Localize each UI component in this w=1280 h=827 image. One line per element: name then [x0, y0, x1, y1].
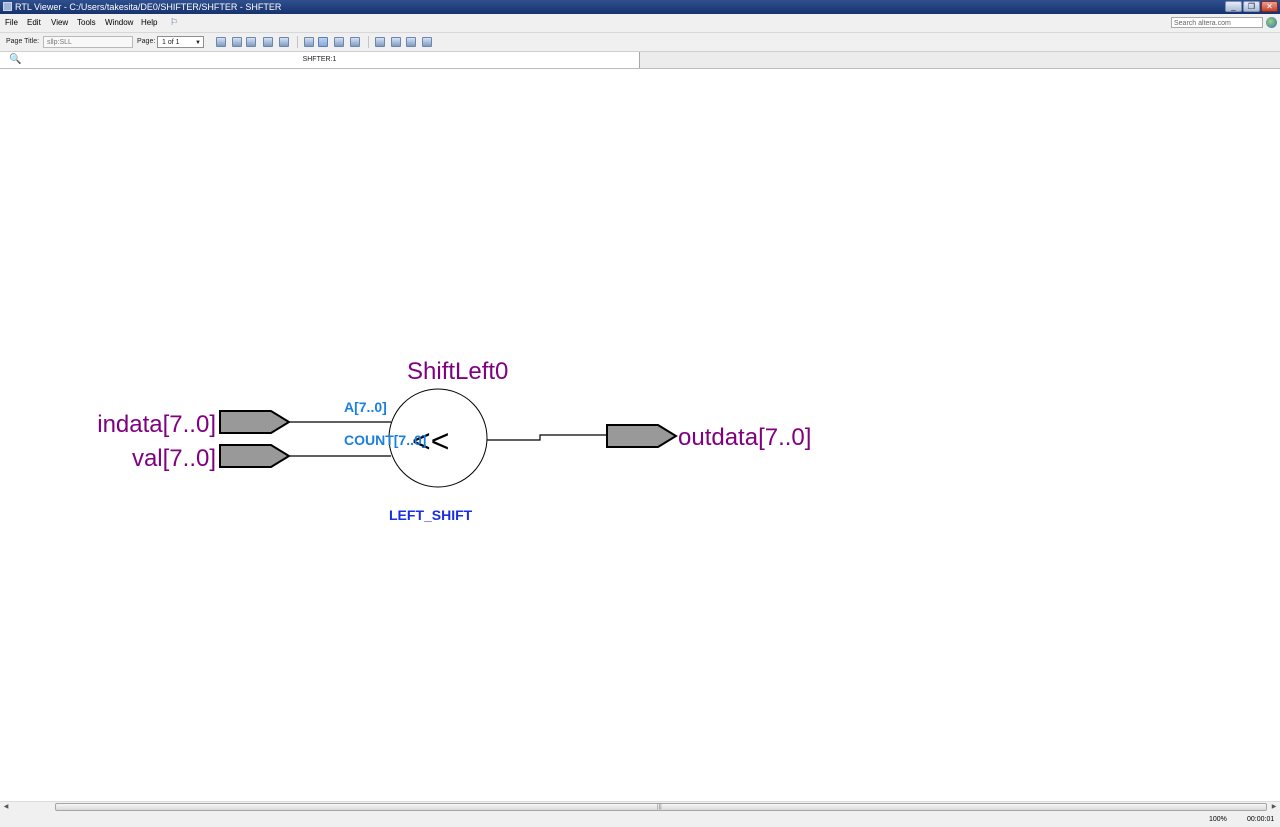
menu-window[interactable]: Window [105, 18, 134, 27]
back-icon[interactable] [232, 37, 242, 47]
scroll-right-icon[interactable]: ▶ [1271, 804, 1277, 810]
forward-icon[interactable] [246, 37, 256, 47]
menu-file[interactable]: File [5, 18, 18, 27]
magnifier-icon[interactable]: 🔍 [9, 54, 22, 65]
chevron-down-icon: ▼ [195, 40, 201, 46]
hierarchy-up-icon[interactable] [263, 37, 273, 47]
scroll-grip-icon: ||| [657, 804, 662, 810]
toolbar-separator [368, 36, 369, 48]
search-input[interactable]: Search altera.com [1171, 17, 1263, 28]
input-label-val: val[7..0] [132, 445, 216, 472]
zoom-tool-icon[interactable] [318, 37, 328, 47]
wire-outdata [487, 434, 607, 441]
output-label-outdata: outdata[7..0] [678, 424, 811, 451]
port-label-a: A[7..0] [344, 399, 387, 415]
hand-tool-icon[interactable] [350, 37, 360, 47]
shift-left-operator[interactable] [388, 388, 488, 488]
cross-probe-icon[interactable] [422, 37, 432, 47]
window-controls: _ ❐ ✕ [1225, 1, 1278, 12]
app-icon [3, 2, 12, 11]
title-bar: RTL Viewer - C:/Users/takesita/DE0/SHIFT… [0, 0, 1280, 14]
tab-shfter[interactable]: SHFTER:1 [0, 52, 640, 68]
restore-button[interactable]: ❐ [1243, 1, 1260, 12]
elapsed-time: 00:00:01 [1247, 816, 1275, 823]
port-label-count: COUNT[7..0] [344, 432, 426, 448]
output-pin-outdata[interactable] [606, 424, 678, 448]
menu-view[interactable]: View [51, 18, 69, 27]
hierarchy-down-icon[interactable] [279, 37, 289, 47]
input-pin-val[interactable] [219, 444, 291, 468]
window-title: RTL Viewer - C:/Users/takesita/DE0/SHIFT… [15, 2, 282, 12]
menu-bar: File Edit View Tools Window Help ⚐ Searc… [0, 14, 1280, 33]
operator-type-label: LEFT_SHIFT [389, 507, 473, 523]
operator-instance-name: ShiftLeft0 [407, 358, 508, 385]
menu-edit[interactable]: Edit [27, 18, 41, 27]
page-label: Page: [137, 38, 156, 45]
tab-bar: SHFTER:1 [0, 52, 1280, 69]
page-title-field[interactable]: sllp:SLL [43, 36, 133, 48]
input-pin-indata[interactable] [219, 410, 291, 434]
page-title-label: Page Title: [6, 38, 40, 45]
page-select-value: 1 of 1 [162, 39, 180, 46]
scrollbar-thumb[interactable] [55, 803, 1267, 811]
selection-tool-icon[interactable] [304, 37, 314, 47]
fit-zoom-icon[interactable] [334, 37, 344, 47]
page-select[interactable]: 1 of 1 ▼ [157, 36, 204, 48]
help-pointer-icon[interactable]: ⚐ [170, 17, 179, 27]
scroll-left-icon[interactable]: ◀ [3, 804, 9, 810]
filter-icon[interactable] [391, 37, 401, 47]
zoom-level: 100% [1209, 816, 1227, 823]
status-bar: 100% 00:00:01 [0, 813, 1280, 827]
toolbar-separator [297, 36, 298, 48]
input-label-indata: indata[7..0] [97, 411, 216, 438]
menu-help[interactable]: Help [141, 18, 158, 27]
schematic-svg: indata[7..0] val[7..0] outdata[7..0] Shi… [97, 358, 811, 523]
operator-symbol: << [412, 423, 449, 459]
toolbar: Page Title: sllp:SLL Page: 1 of 1 ▼ [0, 33, 1280, 52]
horizontal-scrollbar[interactable]: ◀ ||| ▶ [0, 801, 1280, 813]
refresh-icon[interactable] [216, 37, 226, 47]
menu-tools[interactable]: Tools [77, 18, 96, 27]
schematic-canvas[interactable]: indata[7..0] val[7..0] outdata[7..0] Shi… [0, 69, 1280, 801]
close-button[interactable]: ✕ [1261, 1, 1278, 12]
find-icon[interactable] [406, 37, 416, 47]
globe-icon[interactable] [1266, 17, 1277, 28]
minimize-button[interactable]: _ [1225, 1, 1242, 12]
netlist-navigator-icon[interactable] [375, 37, 385, 47]
